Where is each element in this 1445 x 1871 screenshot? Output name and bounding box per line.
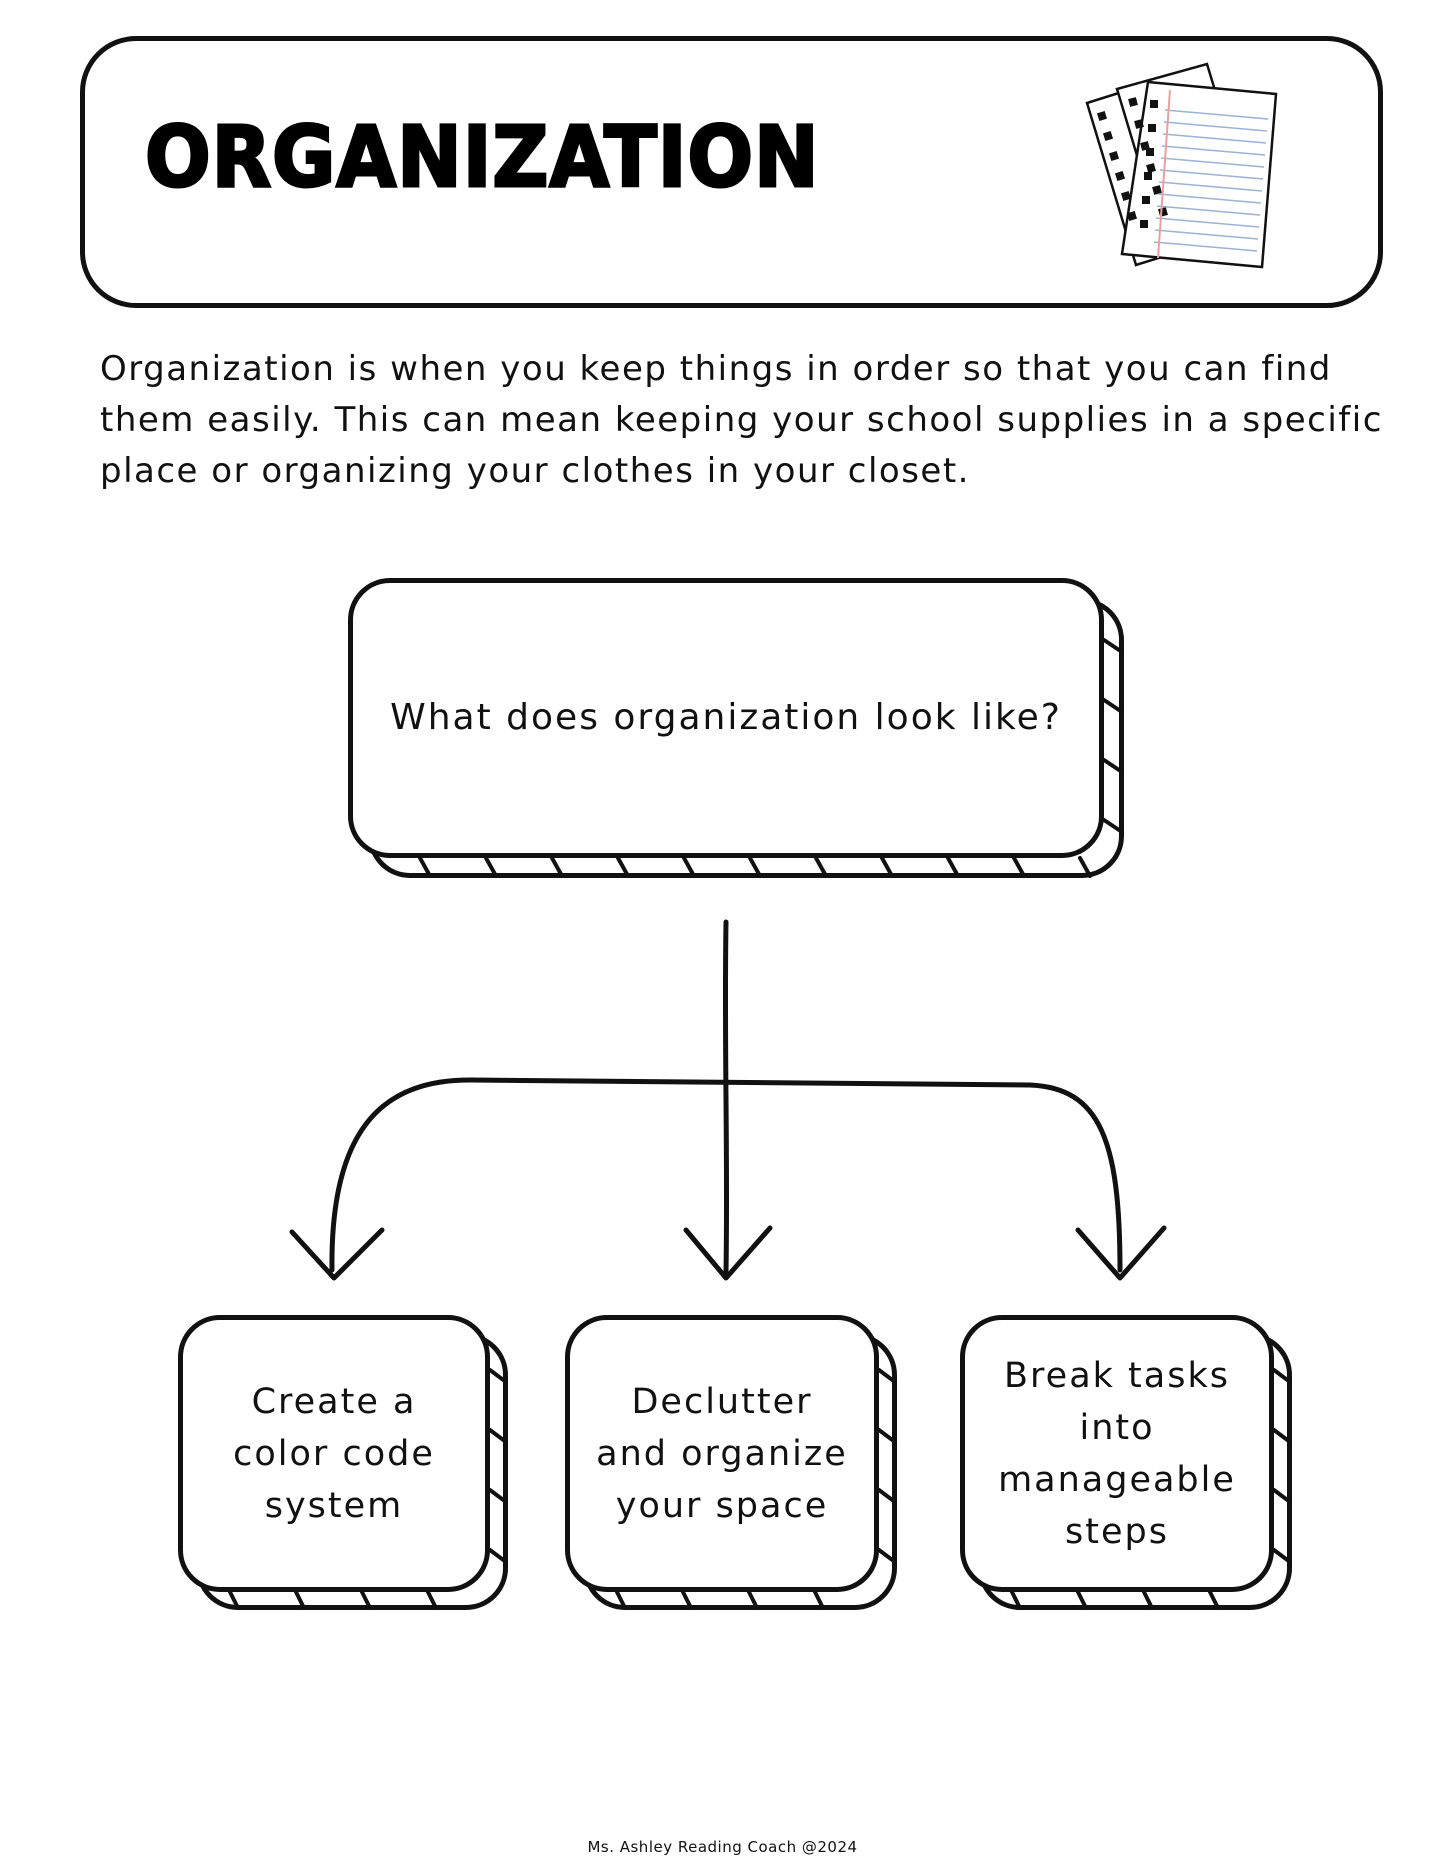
main-question-text: What does organization look like?: [390, 697, 1062, 738]
branch-box-declutter: Declutter and organize your space: [565, 1315, 897, 1610]
main-question-box: What does organization look like?: [348, 578, 1124, 878]
footer-credit: Ms. Ashley Reading Coach @2024: [587, 1838, 858, 1856]
branch-label-declutter: Declutter and organize your space: [596, 1381, 848, 1526]
branch-box-color-code: Create a color code system: [178, 1315, 508, 1610]
branch-label-color-code: Create a color code system: [233, 1381, 435, 1526]
branch-box-break-tasks: Break tasks into manageable steps: [960, 1315, 1292, 1610]
page-title: ORGANIZATION: [144, 107, 820, 208]
intro-paragraph: Organization is when you keep things in …: [100, 349, 1383, 491]
branch-label-break-tasks: Break tasks into manageable steps: [998, 1355, 1236, 1552]
